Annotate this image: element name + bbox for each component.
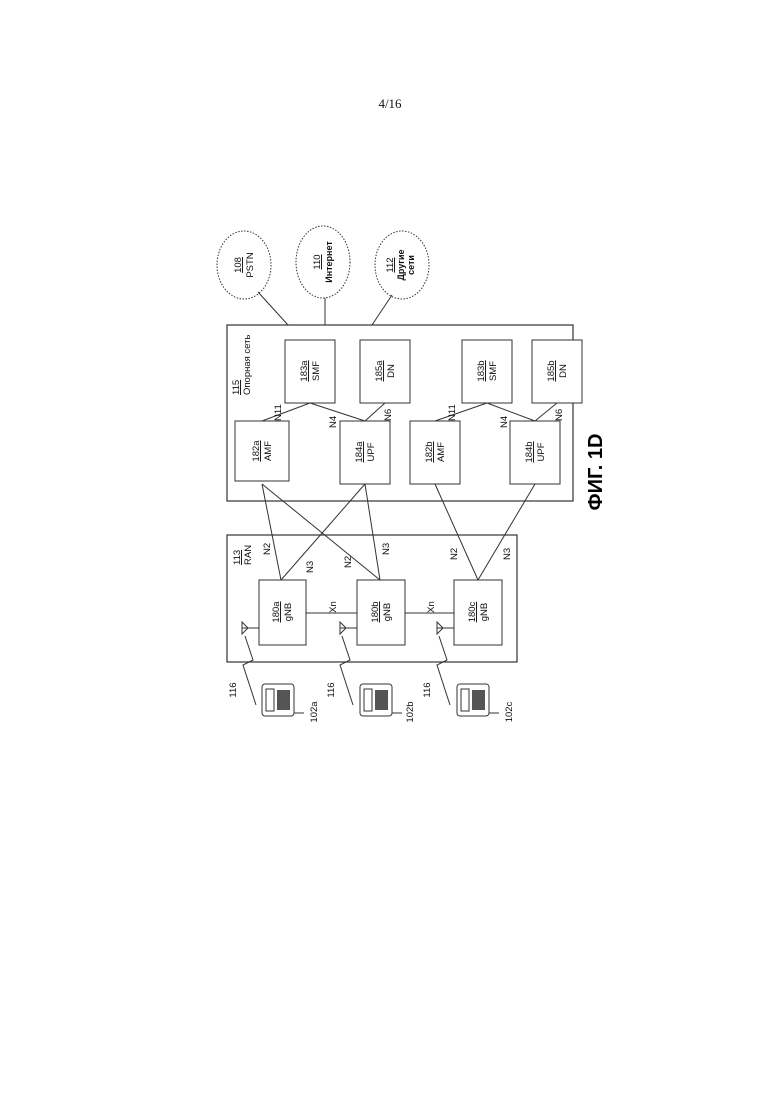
link-other-core bbox=[372, 295, 392, 325]
label-xn-ab: Xn bbox=[328, 601, 339, 613]
gnb-180c: 180c gNB bbox=[454, 580, 502, 645]
cloud-pstn: 108 PSTN bbox=[217, 231, 271, 299]
label-n2-a: N2 bbox=[262, 543, 273, 555]
cloud-internet-label: Интернет bbox=[324, 241, 334, 283]
label-n2-c: N2 bbox=[449, 548, 460, 560]
node-smf-183b: 183b SMF bbox=[462, 340, 512, 403]
svg-text:SMF: SMF bbox=[311, 361, 322, 381]
svg-text:182b: 182b bbox=[424, 441, 435, 462]
cloud-other-networks: 112 Другие сети bbox=[375, 231, 429, 299]
label-wtru-c: 102c bbox=[504, 701, 515, 722]
label-xn-bc: Xn bbox=[426, 601, 437, 613]
cloud-other-label-1: Другие bbox=[396, 249, 406, 280]
ran-label: RAN bbox=[243, 545, 254, 565]
svg-text:gNB: gNB bbox=[283, 603, 294, 621]
svg-text:AMF: AMF bbox=[436, 442, 447, 462]
svg-text:DN: DN bbox=[558, 364, 569, 378]
label-n3-b: N3 bbox=[381, 543, 392, 555]
svg-text:gNB: gNB bbox=[382, 603, 393, 621]
label-n6-b: N6 bbox=[554, 409, 565, 421]
label-n11-a: N11 bbox=[273, 404, 284, 421]
cloud-other-ref: 112 bbox=[385, 257, 396, 272]
node-amf-182b: 182b AMF bbox=[410, 421, 460, 484]
node-amf-182a: 182a AMF bbox=[235, 421, 289, 481]
svg-text:AMF: AMF bbox=[263, 441, 274, 461]
gnb-180a: 180a gNB bbox=[259, 580, 306, 645]
svg-text:185b: 185b bbox=[546, 360, 557, 381]
cloud-internet-ref: 110 bbox=[312, 254, 323, 269]
label-wtru-a: 102a bbox=[309, 701, 320, 723]
cloud-internet: 110 Интернет bbox=[296, 226, 350, 298]
svg-text:180b: 180b bbox=[370, 601, 381, 622]
core-network-ref: 115 bbox=[231, 380, 242, 395]
svg-text:183b: 183b bbox=[476, 360, 487, 381]
svg-text:gNB: gNB bbox=[479, 603, 490, 621]
figure-label: ФИГ. 1D bbox=[585, 434, 607, 511]
label-wtru-b: 102b bbox=[405, 701, 416, 722]
node-smf-183a: 183a SMF bbox=[285, 340, 335, 403]
label-n3-a: N3 bbox=[305, 561, 316, 573]
svg-text:SMF: SMF bbox=[488, 361, 499, 381]
ran-ref: 113 bbox=[232, 550, 243, 565]
svg-text:180c: 180c bbox=[467, 601, 478, 622]
phone-icon bbox=[262, 684, 304, 716]
core-network-label: Опорная сеть bbox=[242, 335, 253, 395]
gnb-180b: 180b gNB bbox=[357, 580, 405, 645]
phone-icon bbox=[457, 684, 499, 716]
node-upf-184a: 184a UPF bbox=[340, 421, 390, 484]
svg-text:182a: 182a bbox=[251, 440, 262, 462]
label-n2-b: N2 bbox=[343, 556, 354, 568]
cloud-pstn-label: PSTN bbox=[245, 252, 256, 277]
node-dn-185a: 185a DN bbox=[360, 340, 410, 403]
svg-text:DN: DN bbox=[386, 364, 397, 378]
label-n3-c: N3 bbox=[502, 548, 513, 560]
svg-text:185a: 185a bbox=[374, 360, 385, 382]
label-116-c: 116 bbox=[422, 682, 433, 697]
cloud-pstn-ref: 108 bbox=[233, 257, 244, 273]
svg-text:180a: 180a bbox=[271, 601, 282, 623]
svg-text:UPF: UPF bbox=[536, 442, 547, 461]
link-pstn-core bbox=[258, 292, 288, 325]
label-n6-a: N6 bbox=[383, 409, 394, 421]
label-n11-b: N11 bbox=[447, 404, 458, 421]
svg-text:UPF: UPF bbox=[366, 442, 377, 461]
svg-text:184b: 184b bbox=[524, 441, 535, 462]
node-upf-184b: 184b UPF bbox=[510, 421, 560, 484]
label-n4-b: N4 bbox=[499, 416, 510, 428]
svg-text:183a: 183a bbox=[299, 360, 310, 382]
label-116-b: 116 bbox=[326, 682, 337, 697]
phone-icon bbox=[360, 684, 402, 716]
svg-text:184a: 184a bbox=[354, 441, 365, 463]
cloud-other-label-2: сети bbox=[406, 255, 416, 275]
node-dn-185b: 185b DN bbox=[532, 340, 582, 403]
label-116-a: 116 bbox=[228, 682, 239, 697]
label-n4-a: N4 bbox=[328, 416, 339, 428]
